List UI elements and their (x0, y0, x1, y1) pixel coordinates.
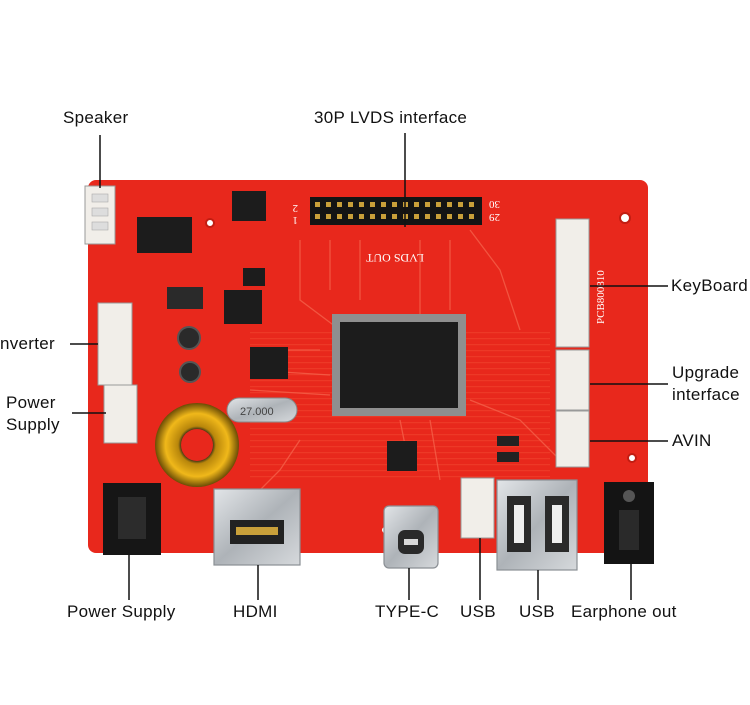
dc-power-jack (103, 483, 161, 555)
small-ic (387, 441, 417, 471)
lvds-pin (458, 202, 463, 207)
usb-a-port (496, 479, 578, 571)
lvds-pin (381, 202, 386, 207)
label-inverter: nverter (0, 334, 56, 353)
inverter-connector (97, 302, 133, 386)
smd-chip (243, 268, 265, 286)
silk-pin-1: 1 (293, 214, 299, 226)
lvds-pin (392, 214, 397, 219)
lvds-pin (348, 202, 353, 207)
lvds-pin (447, 214, 452, 219)
label-keyboard: KeyBoard (671, 276, 749, 295)
lvds-pin (414, 202, 419, 207)
lvds-header (310, 197, 482, 225)
label-upgrade-line1: Upgrade (672, 363, 740, 382)
lvds-pin (469, 214, 474, 219)
label-type-c: TYPE-C (375, 602, 440, 621)
lvds-pin (447, 202, 452, 207)
lvds-pin (348, 214, 353, 219)
keyboard-connector (555, 218, 590, 348)
lvds-pin (414, 214, 419, 219)
lvds-pin (326, 202, 331, 207)
hdmi-port (213, 488, 301, 566)
earphone-jack (604, 482, 654, 564)
silk-pin-2: 2 (293, 202, 299, 214)
jumper (167, 287, 203, 309)
avin-connector (555, 410, 590, 468)
mount-hole (627, 453, 637, 463)
silk-lvds-out: LVDS OUT (365, 251, 424, 265)
lvds-pin (315, 214, 320, 219)
label-upgrade-line2: interface (672, 385, 740, 404)
lvds-pin (381, 214, 386, 219)
label-hdmi: HDMI (233, 602, 278, 621)
silk-model: PCB800810 (595, 270, 607, 324)
label-power-supply-bottom: Power Supply (67, 602, 176, 621)
lvds-pin (425, 202, 430, 207)
leader-lines (70, 133, 668, 600)
label-power-supply-side-line1: Power (6, 393, 56, 412)
inductor (179, 361, 201, 383)
lvds-pin (359, 214, 364, 219)
diode (497, 436, 519, 446)
crystal-oscillator: 27.000 (226, 397, 298, 423)
silk-pin-29: 29 (489, 211, 501, 223)
type-c-port (383, 505, 439, 569)
mount-hole (619, 212, 631, 224)
lvds-pin (425, 214, 430, 219)
lvds-pin (436, 214, 441, 219)
label-usb-1: USB (460, 602, 496, 621)
upgrade-connector (555, 349, 590, 411)
silk-crystal: 27.000 (240, 406, 274, 418)
smd-chip (224, 290, 262, 324)
label-upgrade-interface: Upgrade interface (672, 362, 740, 406)
smd-chip (250, 347, 288, 379)
lvds-pin (337, 202, 342, 207)
label-lvds-interface: 30P LVDS interface (314, 108, 468, 127)
amp-chip (137, 217, 192, 253)
lvds-pin (315, 202, 320, 207)
lvds-pin (337, 214, 342, 219)
lvds-pin (436, 202, 441, 207)
smd-chip (232, 191, 266, 221)
inductor (177, 326, 201, 350)
usb-header-connector (460, 477, 495, 539)
lvds-pin (370, 214, 375, 219)
diode (497, 452, 519, 462)
lvds-pin (392, 202, 397, 207)
label-power-supply-side: Power Supply (6, 392, 60, 436)
lvds-pin (458, 214, 463, 219)
main-processor (332, 314, 466, 416)
lvds-pin (359, 202, 364, 207)
lvds-pin (469, 202, 474, 207)
label-avin: AVIN (672, 431, 712, 450)
label-speaker: Speaker (63, 108, 129, 127)
lvds-pin (326, 214, 331, 219)
power-supply-side-connector (103, 384, 138, 444)
mount-hole (205, 218, 215, 228)
label-earphone-out: Earphone out (571, 602, 677, 621)
label-usb-2: USB (519, 602, 555, 621)
label-power-supply-side-line2: Supply (6, 415, 60, 434)
silk-pin-30: 30 (489, 198, 501, 210)
lvds-pin (370, 202, 375, 207)
